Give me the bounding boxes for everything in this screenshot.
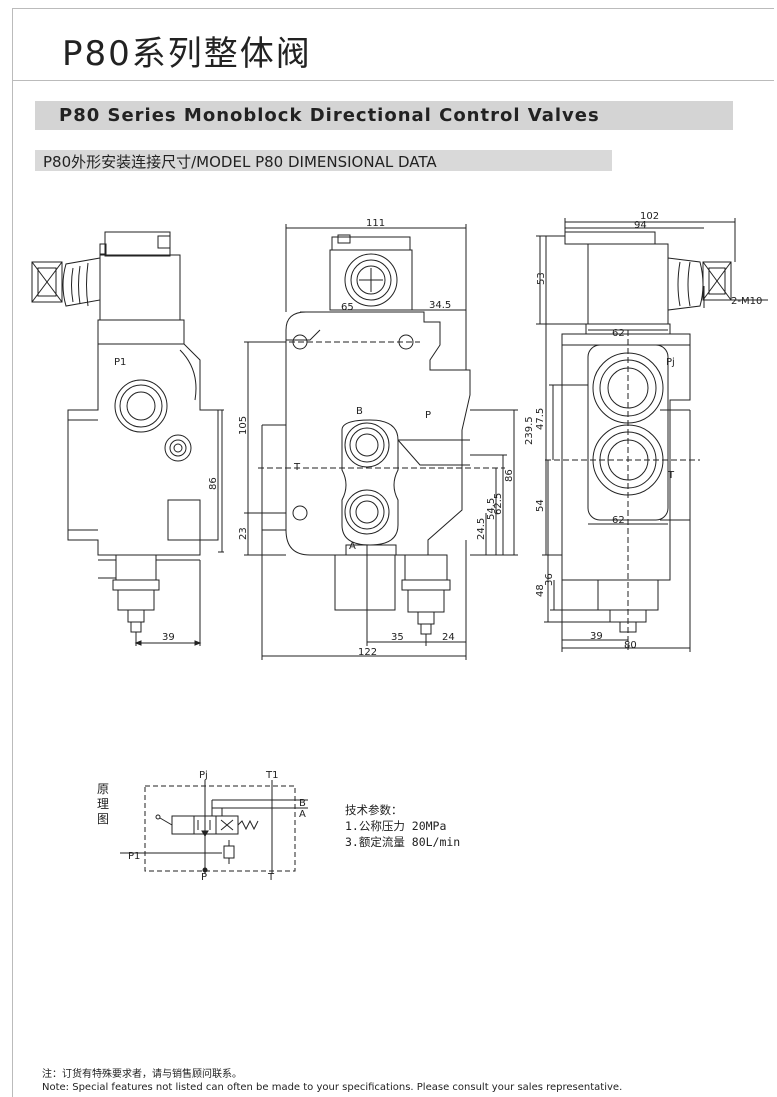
subsection-title-band: P80外形安装连接尺寸/MODEL P80 DIMENSIONAL DATA — [35, 150, 612, 171]
dimension-label: 24 — [442, 632, 455, 643]
dimension-label: 86 — [208, 477, 219, 490]
dimension-label: 53 — [536, 272, 547, 285]
port-label: T — [667, 470, 675, 481]
page-frame-top — [12, 8, 774, 9]
schematic-port-t1: T1 — [265, 770, 278, 781]
port-label: P1 — [114, 357, 126, 368]
tech-heading: 技术参数： — [345, 803, 403, 817]
dimension-label: 111 — [366, 218, 385, 229]
dimension-label: 24.5 — [476, 518, 487, 540]
schematic-port-t: T — [267, 872, 275, 883]
note-cn: 注：订货有特殊要求者，请与销售顾问联系。 — [42, 1069, 242, 1080]
dimension-label: 34.5 — [429, 300, 451, 311]
dimension-label: 39 — [162, 632, 175, 643]
dimension-label: 86 — [504, 469, 515, 482]
dimension-label: 62.5 — [493, 493, 504, 515]
dimension-label: 39 — [590, 631, 603, 642]
dimension-label: 47.5 — [535, 408, 546, 430]
subsection-title: P80外形安装连接尺寸/MODEL P80 DIMENSIONAL DATA — [43, 153, 437, 171]
schematic-labels: Pj T1 B A P1 P T — [128, 770, 306, 883]
tech-params: 技术参数： 1.公称压力 20MPa 3.额定流量 80L/min — [345, 802, 460, 850]
dimension-label: 62 — [612, 515, 625, 526]
tech-line-flow: 3.额定流量 80L/min — [345, 835, 461, 849]
page-title: P80系列整体阀 — [62, 34, 312, 74]
schematic-port-pj: Pj — [199, 770, 208, 781]
dimension-label: 105 — [238, 416, 249, 435]
dimension-label: 48 — [535, 584, 546, 597]
schematic-port-p1: P1 — [128, 851, 140, 862]
footer-note: 注：订货有特殊要求者，请与销售顾问联系。 Note: Special featu… — [42, 1068, 622, 1094]
title-rule — [12, 80, 774, 81]
dimension-label: 36 — [544, 573, 555, 586]
port-label: T — [293, 462, 301, 473]
port-label: B — [356, 406, 363, 417]
dimension-label: 80 — [624, 640, 637, 651]
schematic-port-a: A — [299, 809, 306, 820]
front-view — [244, 224, 518, 660]
right-side-view — [536, 218, 768, 652]
schematic-label: 原理图 — [97, 782, 110, 826]
dimension-label: 54 — [535, 499, 546, 512]
hydraulic-schematic — [120, 780, 308, 874]
section-title: P80 Series Monoblock Directional Control… — [59, 105, 600, 126]
dimension-label: 23 — [238, 527, 249, 540]
drawing-labels: P1 86 39 111 65 34.5 105 23 24.5 54.5 62… — [114, 211, 762, 658]
dimension-label: 2-M10 — [731, 296, 762, 307]
dimension-label: 102 — [640, 211, 659, 222]
page-frame-left — [12, 8, 13, 1097]
section-title-band: P80 Series Monoblock Directional Control… — [35, 101, 733, 130]
schematic-port-p: P — [201, 872, 207, 883]
left-side-view — [31, 231, 224, 646]
dimension-label: 62 — [612, 328, 625, 339]
port-label: P — [425, 410, 431, 421]
schematic-boundary — [144, 785, 296, 872]
port-label: A — [349, 541, 356, 552]
dimension-label: 239.5 — [524, 416, 535, 445]
schematic-port-b: B — [299, 798, 306, 809]
port-label: Pj — [666, 357, 675, 368]
dimension-label: 54.5 — [486, 498, 497, 520]
dimension-label: 122 — [358, 647, 377, 658]
dimension-label: 65 — [341, 302, 354, 313]
dimension-label: 94 — [634, 220, 647, 231]
dimension-label: 35 — [391, 632, 404, 643]
tech-line-pressure: 1.公称压力 20MPa — [345, 819, 447, 833]
note-en: Note: Special features not listed can of… — [42, 1082, 623, 1093]
